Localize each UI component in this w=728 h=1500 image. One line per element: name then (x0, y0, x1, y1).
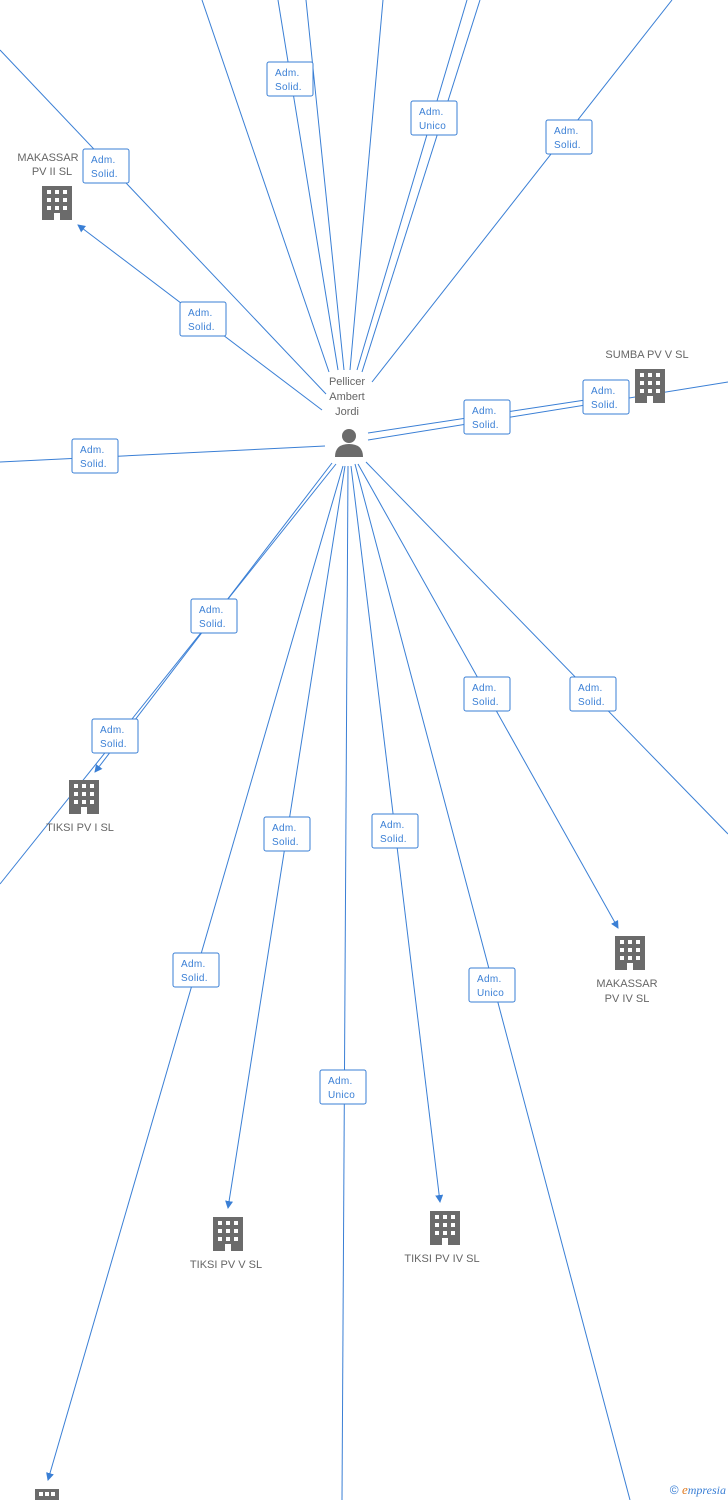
svg-text:Solid.: Solid. (199, 619, 226, 630)
relation-label[interactable]: Adm. Solid. (71, 438, 119, 474)
company-node-tiksi-pv-iv[interactable]: TIKSI PV IV SL (404, 1211, 480, 1265)
person-node[interactable]: Pellicer Ambert Jordi (329, 376, 365, 457)
svg-text:Solid.: Solid. (578, 697, 605, 708)
person-name-line: Jordi (335, 406, 359, 418)
relation-label[interactable]: Adm. Solid. (582, 379, 630, 415)
svg-text:Solid.: Solid. (272, 837, 299, 848)
svg-text:Adm.: Adm. (328, 1076, 353, 1087)
edge (365, 461, 728, 835)
empresia-logo-text: mpresia (687, 1483, 726, 1497)
svg-text:Solid.: Solid. (188, 322, 215, 333)
svg-text:Solid.: Solid. (472, 697, 499, 708)
svg-text:Unico: Unico (328, 1090, 355, 1101)
svg-text:Adm.: Adm. (188, 308, 213, 319)
company-name-line: TIKSI PV I SL (46, 822, 114, 834)
company-node-tiksi-pv-v[interactable]: TIKSI PV V SL (190, 1217, 262, 1271)
person-name-line: Ambert (329, 391, 364, 403)
svg-text:Solid.: Solid. (275, 82, 302, 93)
building-icon (430, 1211, 460, 1245)
company-name-line: SUMBA PV V SL (605, 349, 688, 361)
company-name-line: MAKASSAR (596, 978, 657, 990)
edge (0, 445, 326, 463)
relation-label[interactable]: Adm. Solid. (179, 301, 227, 337)
svg-text:Adm.: Adm. (80, 445, 105, 456)
svg-text:Adm.: Adm. (419, 107, 444, 118)
svg-text:Adm.: Adm. (578, 683, 603, 694)
relation-label[interactable]: Adm. Unico (319, 1069, 367, 1105)
svg-text:Adm.: Adm. (472, 406, 497, 417)
svg-text:Adm.: Adm. (472, 683, 497, 694)
svg-text:Adm.: Adm. (199, 605, 224, 616)
svg-text:Adm.: Adm. (477, 974, 502, 985)
person-icon (335, 429, 363, 457)
svg-text:Solid.: Solid. (80, 459, 107, 470)
edge (367, 381, 728, 441)
company-name-line: MAKASSAR (17, 152, 78, 164)
company-name-line: PV II SL (32, 166, 72, 178)
company-name-line: PV IV SL (605, 993, 650, 1005)
edge (277, 0, 339, 371)
relation-label[interactable]: Adm. Solid. (569, 676, 617, 712)
company-name-line: TIKSI PV IV SL (404, 1253, 479, 1265)
relation-label[interactable]: Adm. Solid. (545, 119, 593, 155)
company-node-makassar-pv-ii[interactable]: MAKASSAR PV II SL (17, 152, 79, 220)
edge (0, 49, 327, 395)
edge (349, 0, 384, 371)
svg-text:Adm.: Adm. (554, 126, 579, 137)
relation-label[interactable]: Adm. Solid. (463, 399, 511, 435)
edge (361, 0, 481, 373)
relation-label[interactable]: Adm. Solid. (82, 148, 130, 184)
edge (305, 0, 345, 371)
building-icon (615, 936, 645, 970)
building-icon (69, 780, 99, 814)
svg-text:Solid.: Solid. (181, 973, 208, 984)
relation-label[interactable]: Adm. Solid. (190, 598, 238, 634)
svg-text:Adm.: Adm. (275, 68, 300, 79)
edge (341, 465, 349, 1500)
svg-text:Adm.: Adm. (591, 386, 616, 397)
edge (356, 0, 468, 371)
empresia-logo: e (681, 1482, 688, 1497)
person-name-line: Pellicer (329, 376, 365, 388)
company-node-sumba-pv-v[interactable]: SUMBA PV V SL (605, 349, 689, 403)
building-icon (635, 369, 665, 403)
relation-label[interactable]: Adm. Solid. (463, 676, 511, 712)
relation-label[interactable]: Adm. Solid. (263, 816, 311, 852)
company-node-makassar-pv-iv[interactable]: MAKASSAR PV IV SL (596, 936, 658, 1005)
svg-text:Adm.: Adm. (91, 155, 116, 166)
company-node-tiksi-pv-i[interactable]: TIKSI PV I SL (46, 780, 114, 834)
building-icon (42, 186, 72, 220)
edge (0, 463, 337, 885)
svg-text:Unico: Unico (419, 121, 446, 132)
edge (371, 0, 673, 383)
building-icon (213, 1217, 243, 1251)
svg-text:Unico: Unico (477, 988, 504, 999)
svg-text:Adm.: Adm. (181, 959, 206, 970)
building-icon[interactable] (35, 1489, 59, 1500)
relation-label[interactable]: Adm. Solid. (266, 61, 314, 97)
relation-label[interactable]: Adm. Solid. (371, 813, 419, 849)
relation-label[interactable]: Adm. Solid. (172, 952, 220, 988)
relation-label[interactable]: Adm. Unico (468, 967, 516, 1003)
svg-text:Adm.: Adm. (272, 823, 297, 834)
svg-text:Solid.: Solid. (380, 834, 407, 845)
svg-text:Solid.: Solid. (100, 739, 127, 750)
svg-text:Solid.: Solid. (91, 169, 118, 180)
copyright-icon: © (669, 1483, 679, 1497)
edge (201, 0, 330, 373)
svg-text:Solid.: Solid. (554, 140, 581, 151)
svg-text:Adm.: Adm. (380, 820, 405, 831)
svg-text:Adm.: Adm. (100, 725, 125, 736)
relation-label[interactable]: Adm. Solid. (91, 718, 139, 754)
footer-credit[interactable]: © empresia (670, 1482, 726, 1498)
company-name-line: TIKSI PV V SL (190, 1259, 262, 1271)
svg-text:Solid.: Solid. (472, 420, 499, 431)
svg-text:Solid.: Solid. (591, 400, 618, 411)
relation-label[interactable]: Adm. Unico (410, 100, 458, 136)
relation-labels: Adm. Solid. Adm. Unico Adm. Solid. Adm. … (71, 61, 630, 1105)
